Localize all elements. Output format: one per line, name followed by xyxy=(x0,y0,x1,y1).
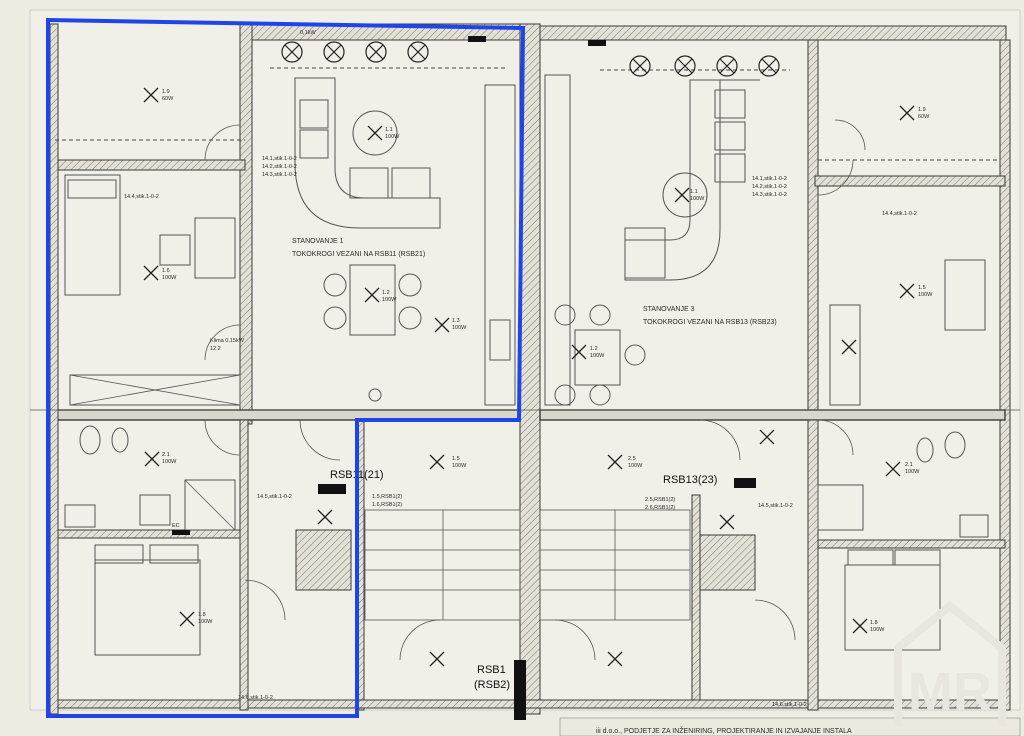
circuit-label: 14.5,stik.1-0-2 xyxy=(257,494,292,500)
circuit-labels: 14.1,stik.1-0-2 14.2,stik.1-0-2 14.3,sti… xyxy=(124,30,917,708)
title-block xyxy=(559,717,1021,736)
board-rsb2-label: (RSB2) xyxy=(474,679,510,691)
furniture-apt1 xyxy=(64,77,516,656)
klima-label: Klima 0,15kW xyxy=(210,338,245,344)
light-label: 1.8 xyxy=(870,620,878,626)
light-wattage: 100W xyxy=(628,463,643,469)
light-label: 1.3 xyxy=(452,318,460,324)
light-label: 1.9 xyxy=(918,107,926,113)
mr-logo: MR xyxy=(894,600,1006,726)
board-rsb13-label: RSB13(23) xyxy=(663,474,717,486)
circuit-label: 1.6,RSB1(2) xyxy=(372,502,402,508)
stairs xyxy=(364,509,691,621)
light-label: 1.1 xyxy=(385,127,393,133)
light-label: 2.5 xyxy=(628,456,636,462)
light-wattage: 100W xyxy=(918,292,933,298)
light-wattage: 100W xyxy=(382,297,397,303)
circuit-label: 14.3,stik.1-0-2 xyxy=(752,192,787,198)
circuit-label: 14.2,stik.1-0-2 xyxy=(262,164,297,170)
circuit-label: 14.1,stik.1-0-2 xyxy=(262,156,297,162)
apartment-3-feed: TOKOKROGI VEZANI NA RSB13 (RSB23) xyxy=(643,319,777,326)
light-wattage: 100W xyxy=(870,627,885,633)
light-wattage: 60W xyxy=(162,96,174,102)
light-label: 2.1 xyxy=(905,462,913,468)
light-markers xyxy=(143,87,915,667)
circuit-label: 14.4,stik.1-0-2 xyxy=(882,211,917,217)
logo-letters: MR xyxy=(908,662,992,722)
fan-row xyxy=(281,41,780,77)
light-wattage: 100W xyxy=(162,459,177,465)
light-label: 1.1 xyxy=(690,189,698,195)
apartment-3-name: STANOVANJE 3 xyxy=(643,306,695,313)
light-wattage: 100W xyxy=(905,469,920,475)
circuit-label: 14.1,stik.1-0-2 xyxy=(752,176,787,182)
light-wattage: 100W xyxy=(452,463,467,469)
circuit-label: 14.6,stik.1-0-2 xyxy=(772,702,807,708)
light-label: 2.1 xyxy=(162,452,170,458)
circuit-label: 14.6,stik.1-0-2 xyxy=(238,695,273,701)
circuit-label: 14.5,stik.1-0-2 xyxy=(758,503,793,509)
light-label: 1.2 xyxy=(590,346,598,352)
doors xyxy=(204,119,866,661)
light-wattage: 100W xyxy=(690,196,705,202)
light-label: 1.2 xyxy=(382,290,390,296)
circuit-label: 2.5,RSB1(2) xyxy=(645,497,675,503)
light-label: 1.9 xyxy=(162,89,170,95)
terrace-lines xyxy=(30,67,1020,411)
circuit-label: 1.5,RSB1(2) xyxy=(372,494,402,500)
klima-circuit: 12.2 xyxy=(210,346,221,352)
distribution-boards xyxy=(172,36,756,720)
light-wattage: 100W xyxy=(162,275,177,281)
board-rsb1-label: RSB1 xyxy=(477,664,506,676)
light-label: 1.5 xyxy=(452,456,460,462)
ec-label: EC xyxy=(172,523,180,529)
apartment-1-name: STANOVANJE 1 xyxy=(292,238,344,245)
light-wattage: 100W xyxy=(590,353,605,359)
klima-power: 0,1kW xyxy=(300,30,316,36)
footer-company: iii d.o.o., PODJETJE ZA INŽENIRING, PROJ… xyxy=(596,726,852,735)
light-wattage: 100W xyxy=(198,619,213,625)
circuit-label: 14.4,stik.1-0-2 xyxy=(124,194,159,200)
light-label: 1.5 xyxy=(918,285,926,291)
light-wattage: 100W xyxy=(385,134,400,140)
light-wattage: 60W xyxy=(918,114,930,120)
apartment-1-highlight xyxy=(46,17,526,718)
circuit-label: 2.6,RSB1(2) xyxy=(645,505,675,511)
light-label: 1.8 xyxy=(198,612,206,618)
apartment-1-feed: TOKOKROGI VEZANI NA RSB11 (RSB21) xyxy=(292,251,425,258)
light-wattage: 100W xyxy=(452,325,467,331)
light-label: 1.6 xyxy=(162,268,170,274)
circuit-label: 14.3,stik.1-0-2 xyxy=(262,172,297,178)
furniture-apt3 xyxy=(544,74,989,651)
circuit-label: 14.2,stik.1-0-2 xyxy=(752,184,787,190)
light-labels: 1.9 60W 1.6 100W 1.1 100W 1.2 100W 1.3 1… xyxy=(162,89,933,633)
